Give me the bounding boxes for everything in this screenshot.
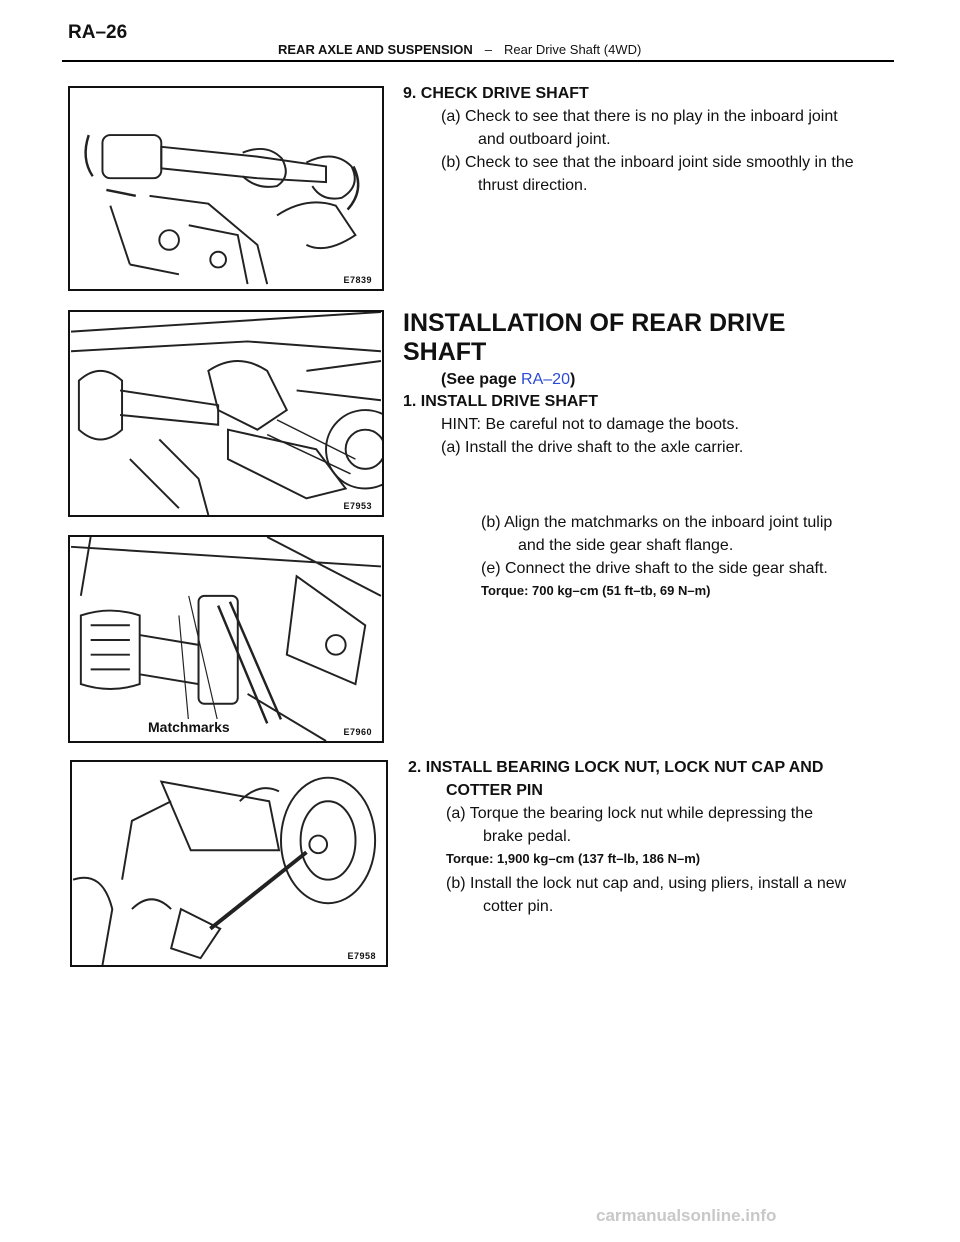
figure-drive-shaft-check: E7839 [68,86,384,291]
see-page-suffix: ) [569,371,576,388]
header-separator: – [484,42,493,57]
watermark: carmanualsonline.info [596,1206,777,1225]
step1-a: (a) Install the drive shaft to the axle … [441,439,744,456]
figure-install-drive-shaft: E7953 [68,310,384,517]
subsection-title: Rear Drive Shaft (4WD) [504,42,642,57]
step2-torque: Torque: 1,900 kg–cm (137 ft–lb, 186 N–m) [446,851,701,866]
step1-b-cont: and the side gear shaft flange. [518,537,734,554]
figure-bearing-lock-nut: E7958 [70,760,388,967]
header-rule [62,60,894,62]
check-step-a: (a) Check to see that there is no play i… [441,108,838,125]
running-header: REAR AXLE AND SUSPENSION–Rear Drive Shaf… [278,42,641,57]
axle-carrier-illustration [70,312,382,515]
figure-code: E7960 [341,727,374,737]
section-title: REAR AXLE AND SUSPENSION [278,42,473,57]
brake-disc-wrench-illustration [72,776,377,965]
figure-code: E7958 [345,951,378,961]
figure-matchmarks: Matchmarks E7960 [68,535,384,743]
step2-heading: 2. INSTALL BEARING LOCK NUT, LOCK NUT CA… [408,759,824,776]
step2-a-cont: brake pedal. [483,828,572,845]
installation-title: INSTALLATION OF REAR DRIVE [403,309,786,337]
step1-hint: HINT: Be careful not to damage the boots… [441,416,739,433]
matchmarks-callout: Matchmarks [146,719,232,735]
step2-heading-cont: COTTER PIN [446,782,543,799]
step2-a: (a) Torque the bearing lock nut while de… [446,805,814,822]
installation-title-cont: SHAFT [403,338,487,366]
see-page-reference: (See page RA–20) [441,369,575,391]
see-page-prefix: (See page [441,371,517,388]
page-number: RA–26 [68,22,128,43]
side-gear-flange-illustration [70,537,382,741]
check-step-b-cont: thrust direction. [478,177,588,194]
see-page-link[interactable]: RA–20 [521,371,570,388]
check-heading: 9. CHECK DRIVE SHAFT [403,85,589,102]
step1-torque: Torque: 700 kg–cm (51 ft–tb, 69 N–m) [481,583,711,598]
check-step-b: (b) Check to see that the inboard joint … [441,154,854,171]
figure-code: E7839 [341,275,374,285]
step1-b: (b) Align the matchmarks on the inboard … [481,514,833,531]
step1-e: (e) Connect the drive shaft to the side … [481,560,828,577]
step2-b-cont: cotter pin. [483,898,554,915]
check-step-a-cont: and outboard joint. [478,131,611,148]
figure-code: E7953 [341,501,374,511]
step2-b: (b) Install the lock nut cap and, using … [446,875,847,892]
step1-heading: 1. INSTALL DRIVE SHAFT [403,393,598,410]
drive-shaft-illustration [84,134,360,285]
